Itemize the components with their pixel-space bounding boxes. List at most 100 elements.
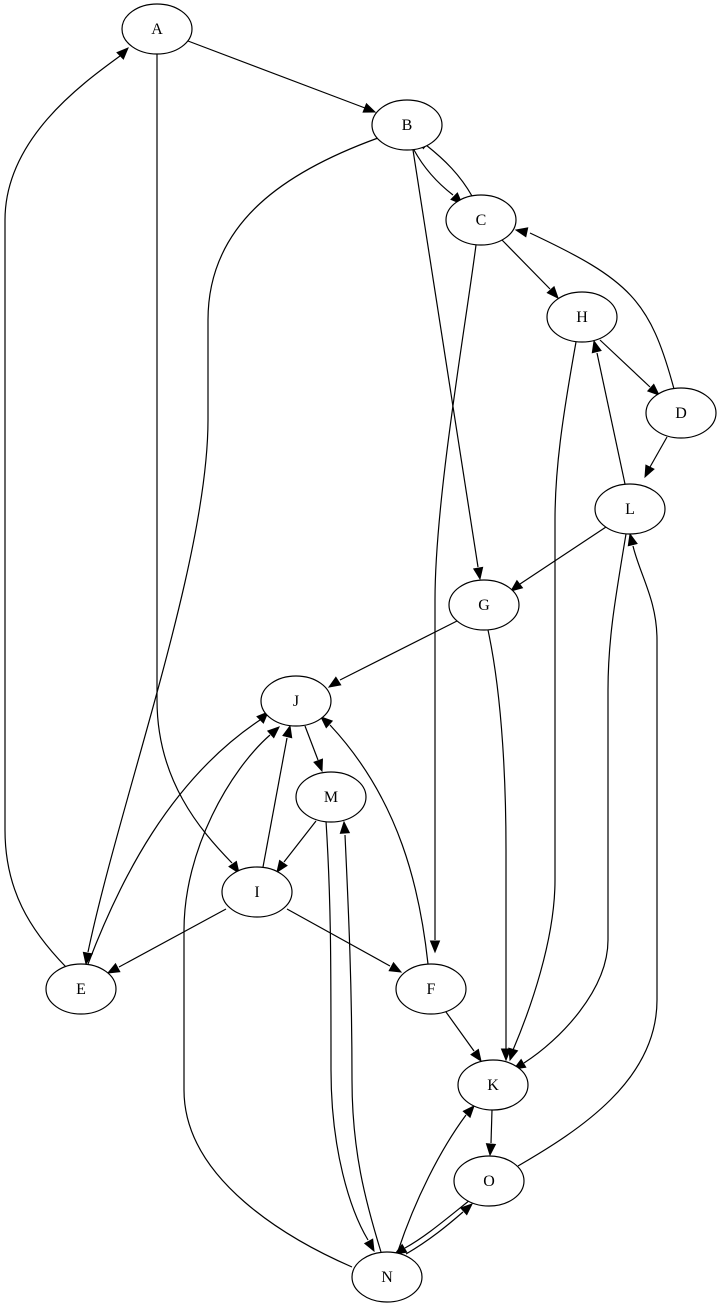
node-ellipse [594, 483, 666, 535]
edge-line [87, 137, 379, 953]
edge-line [413, 149, 454, 196]
arrowhead-icon [429, 940, 441, 954]
edge-k-to-o [485, 1109, 497, 1157]
edge-line [183, 734, 353, 1268]
node-label: F [427, 981, 436, 998]
node-g: G [448, 579, 520, 631]
node-ellipse [395, 963, 467, 1015]
edge-e-to-j [87, 711, 269, 965]
edge-a-to-i [156, 54, 240, 875]
node-k: K [457, 1059, 529, 1111]
edge-o-to-l [517, 532, 658, 1167]
node-label: I [254, 884, 259, 901]
arrowhead-icon [313, 758, 323, 773]
node-label: O [483, 1173, 495, 1190]
node-label: J [293, 693, 299, 710]
arrowhead-icon [256, 711, 269, 724]
edge-c-to-f [429, 244, 477, 954]
node-ellipse [453, 1155, 525, 1207]
node-c: C [445, 194, 517, 246]
arrowhead-icon [627, 532, 638, 547]
arrowhead-icon [485, 1143, 497, 1157]
node-ellipse [546, 291, 618, 343]
node-ellipse [221, 866, 293, 918]
arrowhead-icon [362, 102, 377, 113]
edge-n-to-j [183, 726, 353, 1268]
node-ellipse [260, 675, 332, 727]
edge-c-to-b [417, 137, 473, 197]
node-label: B [402, 117, 413, 134]
arrowhead-icon [106, 962, 121, 974]
node-ellipse [295, 771, 367, 823]
edge-j-to-m [304, 725, 323, 773]
arrowhead-icon [388, 961, 403, 973]
edge-g-to-j [327, 620, 458, 688]
edge-line [434, 244, 477, 940]
edge-d-to-c [514, 227, 675, 390]
arrowhead-icon [393, 1243, 408, 1255]
arrowhead-icon [363, 1238, 375, 1253]
edge-f-to-k [445, 1011, 482, 1063]
edge-l-to-g [509, 526, 607, 592]
arrowhead-icon [646, 383, 660, 396]
arrowhead-icon [472, 566, 484, 581]
node-d: D [645, 387, 717, 439]
node-j: J [260, 675, 332, 727]
arrowhead-icon [327, 676, 342, 688]
node-ellipse [351, 1251, 423, 1303]
node-label: L [625, 501, 635, 518]
edge-line [87, 719, 261, 965]
edge-d-to-l [644, 436, 668, 479]
edge-line [304, 725, 319, 761]
arrowhead-icon [644, 464, 655, 479]
arrowhead-icon [459, 1203, 473, 1216]
node-ellipse [371, 99, 443, 151]
edge-line [4, 55, 121, 968]
edge-line [425, 144, 473, 197]
edge-e-to-a [4, 47, 129, 968]
arrowhead-icon [514, 227, 529, 238]
edge-line [262, 737, 288, 868]
arrowhead-icon [320, 716, 334, 729]
arrowhead-icon [591, 339, 602, 354]
edge-line [490, 1109, 493, 1144]
node-o: O [453, 1155, 525, 1207]
node-m: M [295, 771, 367, 823]
node-ellipse [457, 1059, 529, 1111]
edge-b-to-c [413, 149, 463, 205]
node-label: C [476, 212, 487, 229]
node-n: N [351, 1251, 423, 1303]
edge-i-to-f [286, 908, 403, 973]
arrowhead-icon [339, 820, 351, 834]
node-label: A [151, 21, 163, 38]
edge-line [156, 54, 233, 864]
edge-i-to-e [106, 908, 227, 974]
edge-i-to-j [262, 724, 293, 868]
edge-line [529, 232, 675, 390]
edge-f-to-j [320, 716, 429, 965]
edge-line [404, 1199, 471, 1249]
edge-o-to-n [393, 1199, 471, 1255]
edge-line [501, 239, 551, 290]
arrowhead-icon [116, 47, 129, 60]
edge-l-to-h [591, 339, 626, 485]
edge-n-to-m [339, 820, 382, 1253]
arrowhead-icon [282, 724, 293, 739]
edge-h-to-k [508, 341, 577, 1062]
arrowhead-icon [509, 579, 524, 592]
edge-m-to-i [276, 820, 317, 874]
node-label: H [576, 309, 588, 326]
arrowhead-icon [462, 1105, 475, 1119]
edge-n-to-o [405, 1203, 473, 1255]
edge-line [344, 834, 382, 1253]
edge-line [523, 533, 627, 1064]
node-ellipse [645, 387, 717, 439]
arrowhead-icon [470, 1048, 482, 1063]
edge-line [487, 629, 507, 1050]
node-label: M [324, 789, 338, 806]
node-e: E [45, 963, 117, 1015]
edge-line [649, 436, 668, 468]
node-label: N [381, 1269, 393, 1286]
node-l: L [594, 483, 666, 535]
